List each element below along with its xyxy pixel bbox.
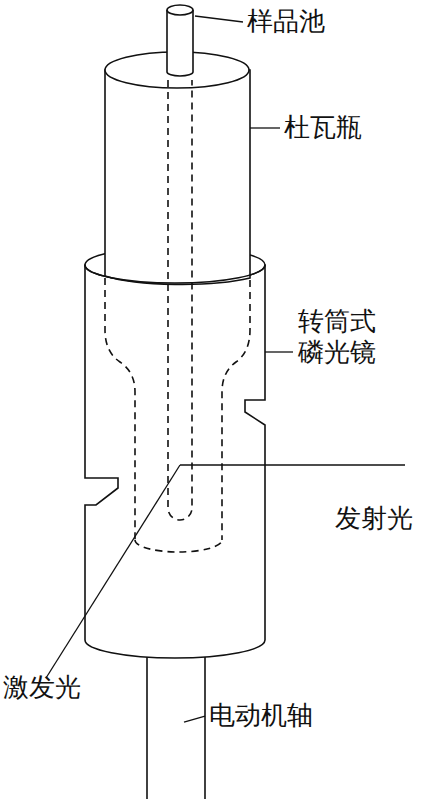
light-label: 发射光 [335, 503, 413, 534]
part-label: 转筒式 磷光镜 [298, 306, 384, 368]
part-label: 电动机轴 [209, 700, 313, 731]
rotating-cylinder [85, 247, 265, 658]
dewar-flask [85, 52, 265, 284]
part-label: 杜瓦瓶 [284, 112, 362, 143]
hidden-outline [105, 80, 250, 552]
motor-shaft [147, 650, 205, 799]
emission-light-ray [180, 464, 405, 465]
excitation-light-ray [46, 465, 180, 678]
light-label: 激发光 [3, 672, 81, 703]
sample-cell [167, 5, 193, 76]
part-label: 样品池 [247, 6, 325, 37]
leader-lines [184, 16, 293, 722]
